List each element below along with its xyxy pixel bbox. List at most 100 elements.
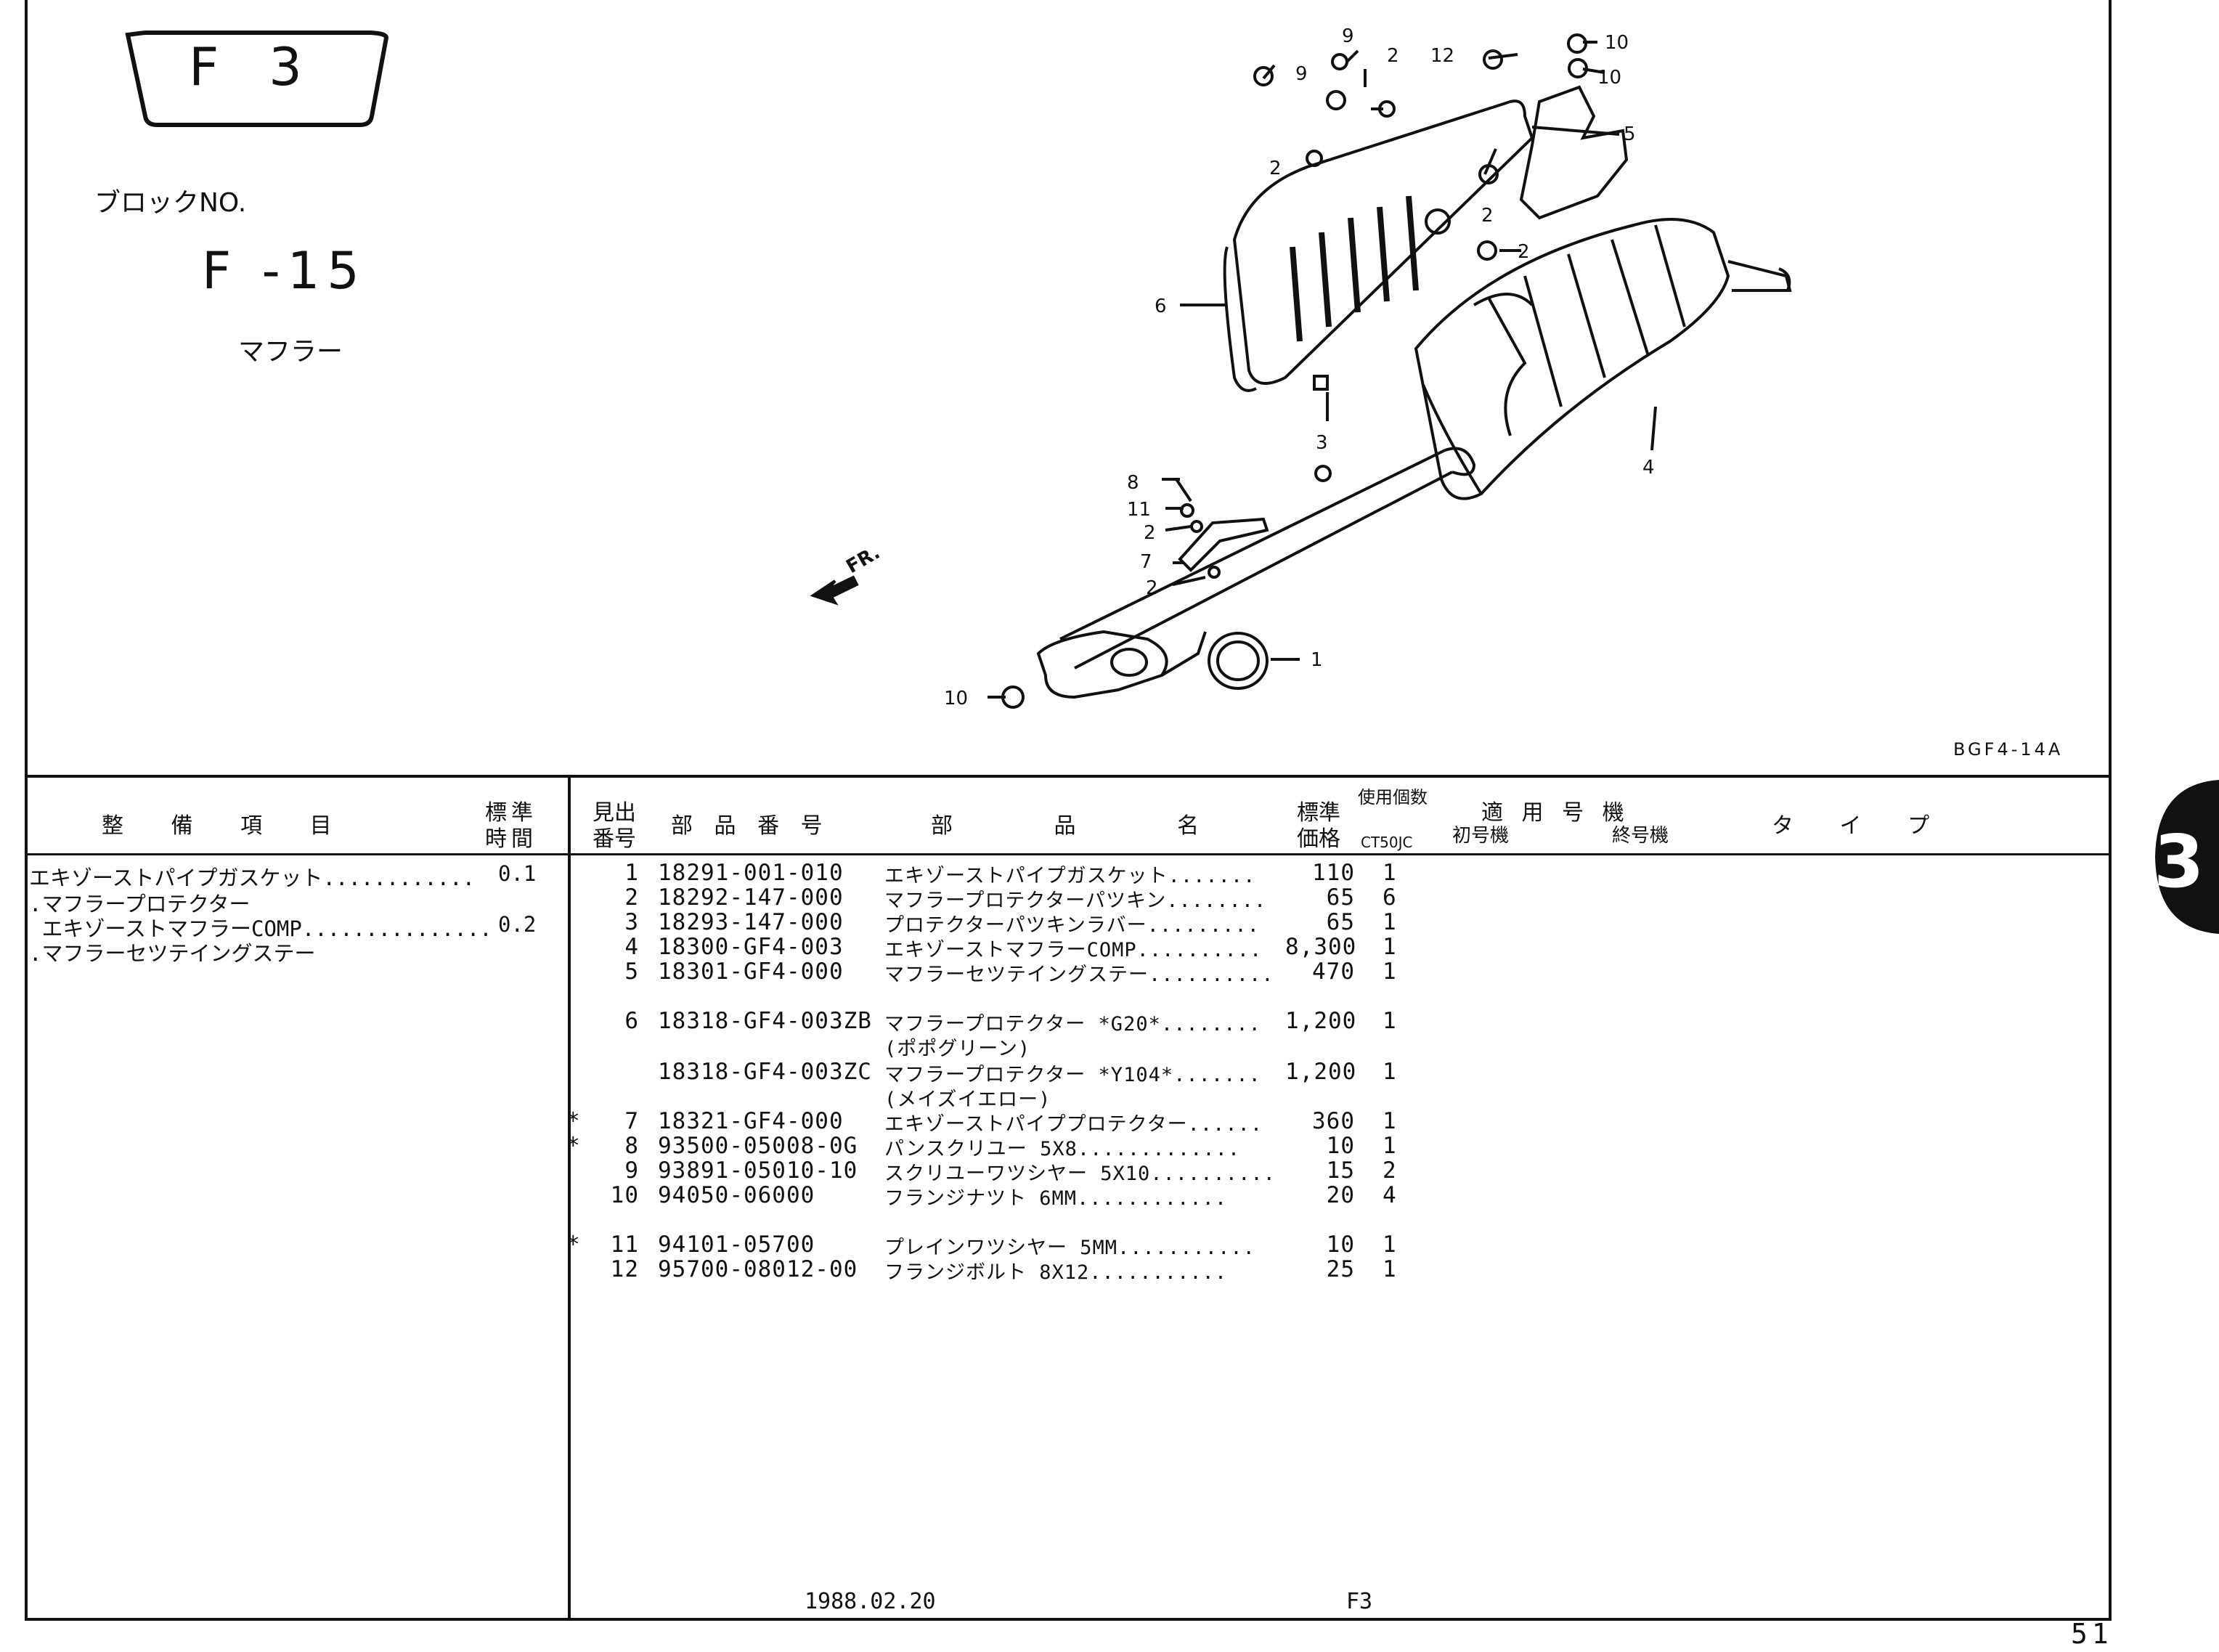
- header-std-time-1: 標準: [485, 800, 537, 826]
- part-name: マフラープロテクター *G20*........: [884, 1013, 1261, 1035]
- part-part-no: 93500-05008-0G: [658, 1133, 858, 1159]
- part-ref: 7: [624, 1108, 639, 1134]
- exploded-parts-diagram: 9 9 2 2 2 2 12 10 10 5 6 3 4 8 11 2 7 2 …: [810, 25, 1792, 709]
- part-qty: 1: [1383, 1108, 1397, 1134]
- part-part-no: 18291-001-010: [658, 860, 844, 886]
- svg-text:8: 8: [1127, 472, 1139, 494]
- header-price-1: 標準: [1297, 800, 1340, 826]
- footer-date: 1988.02.20: [805, 1589, 936, 1614]
- part-qty: 1: [1383, 860, 1397, 886]
- part-part-no: 95700-08012-00: [658, 1256, 858, 1282]
- part-name: エキゾーストパイプガスケット.......: [884, 865, 1256, 887]
- part-ref: 1: [624, 860, 639, 886]
- part-price: 20: [1326, 1182, 1355, 1208]
- part-name: マフラープロテクター *Y104*.......: [884, 1064, 1261, 1086]
- part-price: 110: [1312, 860, 1355, 886]
- part-price: 10: [1326, 1133, 1355, 1159]
- part-part-no: 18293-147-000: [658, 909, 844, 935]
- svg-text:1: 1: [1311, 649, 1323, 671]
- part-part-no: 18318-GF4-003ZC: [658, 1059, 872, 1085]
- part-part-no: 93891-05010-10: [658, 1157, 858, 1184]
- part-mark: *: [566, 1133, 581, 1159]
- part-qty: 1: [1383, 1256, 1397, 1282]
- part-qty: 4: [1383, 1182, 1397, 1208]
- header-ref-no-1: 見出: [593, 800, 636, 826]
- header-divider: [25, 775, 2112, 778]
- svg-text:10: 10: [1605, 32, 1629, 54]
- svg-text:9: 9: [1295, 63, 1308, 85]
- svg-text:5: 5: [1624, 123, 1636, 145]
- section-code: F 3: [189, 36, 302, 97]
- svg-text:12: 12: [1430, 45, 1454, 67]
- list-item: エキゾーストパイプガスケット............: [29, 866, 476, 890]
- part-name: エキゾーストパイププロテクター......: [884, 1113, 1263, 1136]
- part-qty: 1: [1383, 1008, 1397, 1034]
- part-name: マフラーセツテイングステー..........: [884, 964, 1274, 986]
- muffler-protector: [1223, 99, 1534, 392]
- part-name: (ポポグリーン): [884, 1038, 1031, 1060]
- svg-text:3: 3: [1316, 432, 1328, 454]
- side-tab: [2155, 780, 2219, 934]
- part-part-no: 18301-GF4-000: [658, 959, 844, 985]
- part-price: 65: [1326, 884, 1355, 911]
- svg-text:2: 2: [1387, 45, 1399, 67]
- svg-text:9: 9: [1342, 25, 1354, 47]
- part-mark: *: [566, 1232, 581, 1258]
- part-part-no: 18321-GF4-000: [658, 1108, 844, 1134]
- header-part-number: 部 品 番 号: [671, 813, 830, 839]
- svg-text:7: 7: [1140, 551, 1152, 573]
- header-ref-no-2: 番号: [593, 826, 636, 852]
- part-name: プレインワツシヤー 5MM...........: [884, 1237, 1255, 1259]
- svg-text:2: 2: [1144, 522, 1156, 544]
- svg-text:10: 10: [1597, 67, 1621, 89]
- part-ref: 5: [624, 959, 639, 985]
- part-price: 1,200: [1285, 1059, 1357, 1085]
- part-ref: 6: [624, 1008, 639, 1034]
- part-name: エキゾーストマフラーCOMP..........: [884, 939, 1263, 961]
- front-label: FR.: [843, 542, 884, 578]
- block-label: ブロックNO.: [94, 188, 247, 218]
- svg-text:6: 6: [1155, 296, 1167, 317]
- part-price: 470: [1312, 959, 1355, 985]
- page-frame: [25, 0, 2112, 1621]
- part-price: 25: [1326, 1256, 1355, 1282]
- part-qty: 1: [1383, 1133, 1397, 1159]
- part-part-no: 94101-05700: [658, 1232, 815, 1258]
- part-name: プロテクターパツキンラバー.........: [884, 914, 1260, 937]
- part-qty: 1: [1383, 959, 1397, 985]
- block-number: F -15: [202, 241, 367, 301]
- list-item: 0.1: [498, 861, 537, 886]
- part-name: フランジナツト 6MM............: [884, 1187, 1228, 1210]
- header-price-2: 価格: [1297, 826, 1340, 852]
- list-item: エキゾーストマフラーCOMP...............: [29, 916, 492, 941]
- drawing-code: BGF4-14A: [1953, 739, 2064, 760]
- table-header-divider: [25, 853, 2112, 855]
- part-name: パンスクリユー 5X8.............: [884, 1138, 1241, 1160]
- header-model: CT50JC: [1361, 834, 1413, 851]
- header-applicable: 適 用 号 機: [1481, 800, 1630, 826]
- side-tab-number: 3: [2154, 819, 2204, 904]
- exhaust-gasket: [1208, 632, 1269, 690]
- header-type: タ イ プ: [1772, 813, 1930, 839]
- part-name: マフラープロテクターパツキン........: [884, 890, 1267, 912]
- part-price: 65: [1326, 909, 1355, 935]
- part-price: 10: [1326, 1232, 1355, 1258]
- svg-text:11: 11: [1127, 499, 1151, 521]
- svg-text:2: 2: [1518, 241, 1530, 263]
- part-part-no: 94050-06000: [658, 1182, 815, 1208]
- muffler-stay: [1519, 85, 1629, 220]
- muffler-body: [1414, 218, 1792, 500]
- part-part-no: 18318-GF4-003ZB: [658, 1008, 872, 1034]
- part-part-no: 18292-147-000: [658, 884, 844, 911]
- header-qty: 使用個数: [1358, 787, 1428, 807]
- header-std-time-2: 時間: [485, 826, 537, 852]
- part-ref: 10: [610, 1182, 639, 1208]
- page-number: 51: [2071, 1618, 2113, 1650]
- part-qty: 1: [1383, 909, 1397, 935]
- part-ref: 4: [624, 934, 639, 960]
- part-qty: 2: [1383, 1157, 1397, 1184]
- list-item: 0.2: [498, 912, 537, 937]
- part-ref: 2: [624, 884, 639, 911]
- footer-code: F3: [1346, 1589, 1373, 1614]
- exhaust-pipe: [1036, 447, 1476, 699]
